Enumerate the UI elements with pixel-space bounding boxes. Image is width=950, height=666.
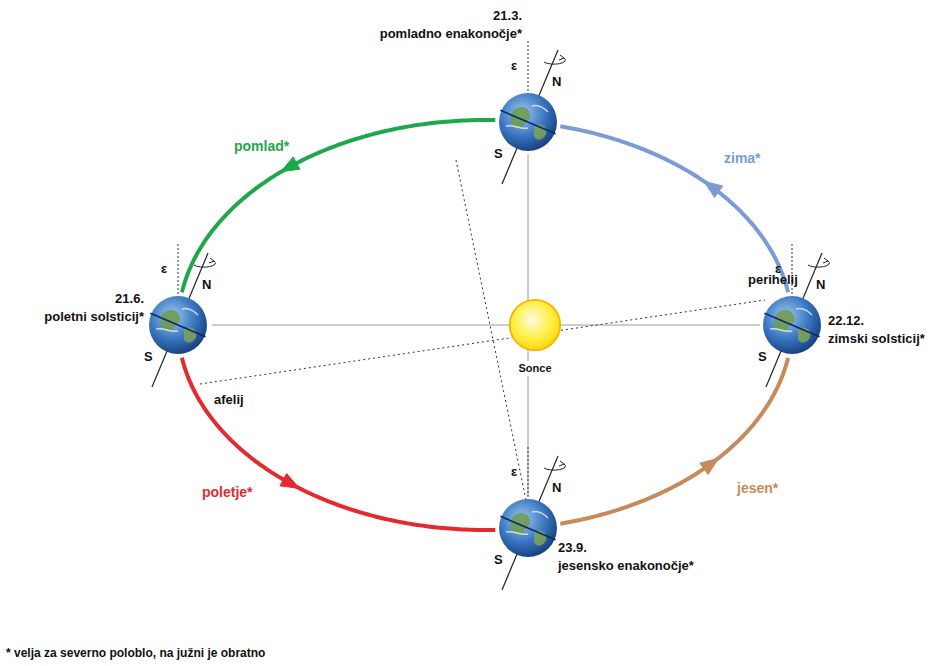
sun-shape (508, 298, 562, 352)
season-arc (182, 120, 495, 292)
arrow-head (704, 181, 723, 197)
south-pole-label: S (144, 349, 153, 364)
season-label: poletje* (200, 484, 255, 500)
season-arc (560, 358, 788, 524)
apsis-label: afelij (214, 392, 244, 407)
orbit-arc (182, 358, 495, 530)
sun-label: Sonce (516, 361, 553, 376)
north-pole-label: N (816, 277, 825, 292)
event-label: pomladno enakonočje* (380, 26, 522, 41)
earth-globe: 21.6.poletni solsticij* (148, 295, 208, 355)
date-label: 23.9. (558, 540, 587, 555)
orbit-arc (560, 358, 788, 524)
horizontal-axis (212, 325, 760, 326)
sun-circle: Sonce (508, 298, 562, 352)
north-pole-label: N (552, 74, 561, 89)
south-pole-label: S (758, 349, 767, 364)
apsis-label: perihelij (748, 272, 798, 287)
north-pole-label: N (202, 277, 211, 292)
tilt-symbol: ε (161, 261, 167, 276)
date-label: 21.6. (115, 291, 144, 306)
season-arc (182, 358, 495, 530)
season-label: zima* (722, 150, 763, 166)
orbit-arc (560, 126, 788, 292)
south-pole-label: S (494, 146, 503, 161)
season-label: jesen* (735, 480, 780, 496)
footnote: * velja za severno poloblo, na južni je … (6, 646, 265, 661)
globe-shape (148, 295, 208, 355)
coordinate-axes (212, 154, 760, 496)
arrow-head (281, 157, 300, 172)
tilt-symbol: ε (511, 58, 517, 73)
orbit-arc (182, 120, 495, 292)
globe-shape (498, 498, 558, 558)
arrow-head (280, 474, 299, 489)
globe-shape (762, 295, 822, 355)
tilt-symbol: ε (511, 464, 517, 479)
event-label: zimski solsticij* (828, 331, 925, 346)
event-label: poletni solsticij* (44, 309, 144, 324)
season-arc (560, 126, 788, 292)
globe-shape (498, 92, 558, 152)
earth-globe: 23.9.jesensko enakonočje* (498, 498, 558, 558)
earth-globe: 21.3.pomladno enakonočje* (498, 92, 558, 152)
apsides-line (200, 300, 765, 384)
earth-globe: 22.12.zimski solsticij* (762, 295, 822, 355)
arrow-head (700, 458, 719, 474)
south-pole-label: S (494, 552, 503, 567)
north-pole-label: N (552, 480, 561, 495)
date-label: 22.12. (828, 313, 864, 328)
event-label: jesensko enakonočje* (558, 558, 694, 573)
season-label: pomlad* (232, 138, 291, 154)
date-label: 21.3. (493, 8, 522, 23)
